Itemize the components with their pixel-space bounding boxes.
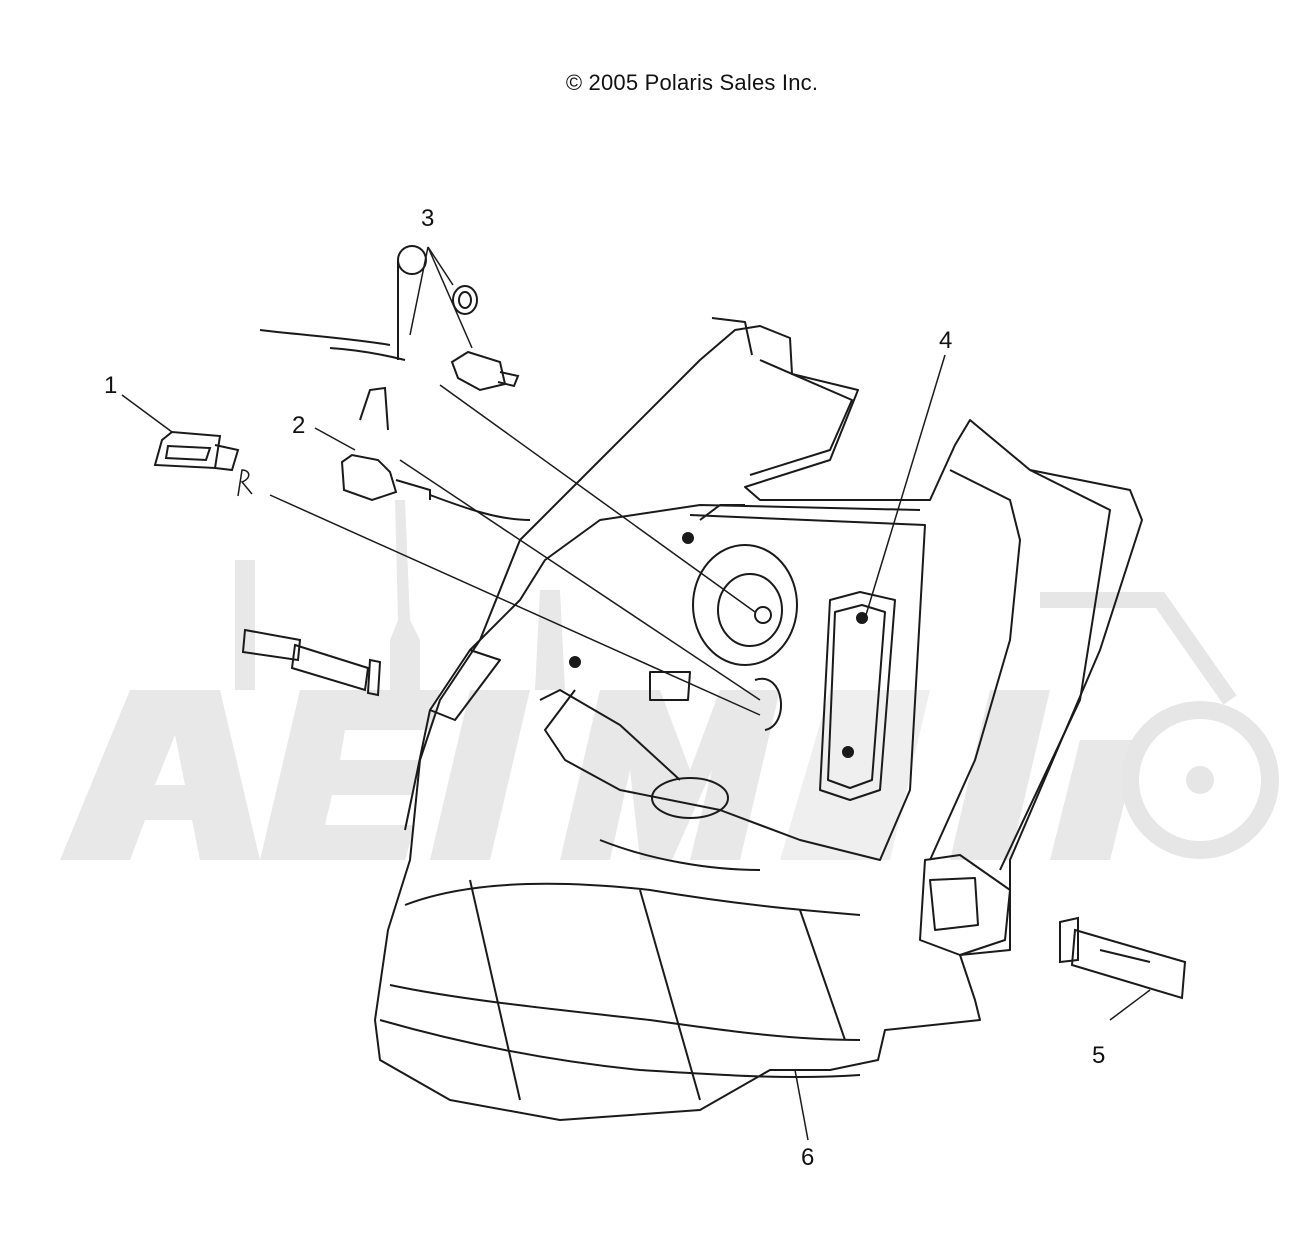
callout-1: 1 xyxy=(104,372,118,399)
callout-4: 4 xyxy=(939,327,953,354)
callout-6: 6 xyxy=(801,1144,815,1171)
switch-part xyxy=(153,430,240,472)
knob-part xyxy=(241,628,1187,1000)
callout-5: 5 xyxy=(1092,1042,1106,1069)
callout-3: 3 xyxy=(421,205,435,232)
watermark xyxy=(60,500,1279,860)
instrument-panel xyxy=(374,317,1143,1121)
copyright-text: © 2005 Polaris Sales Inc. xyxy=(565,70,819,95)
connector-part xyxy=(340,386,531,521)
bulb-part xyxy=(259,245,520,392)
callout-2: 2 xyxy=(292,412,306,439)
handwritten-r-mark xyxy=(237,469,253,497)
leader-lines xyxy=(121,246,1151,1141)
